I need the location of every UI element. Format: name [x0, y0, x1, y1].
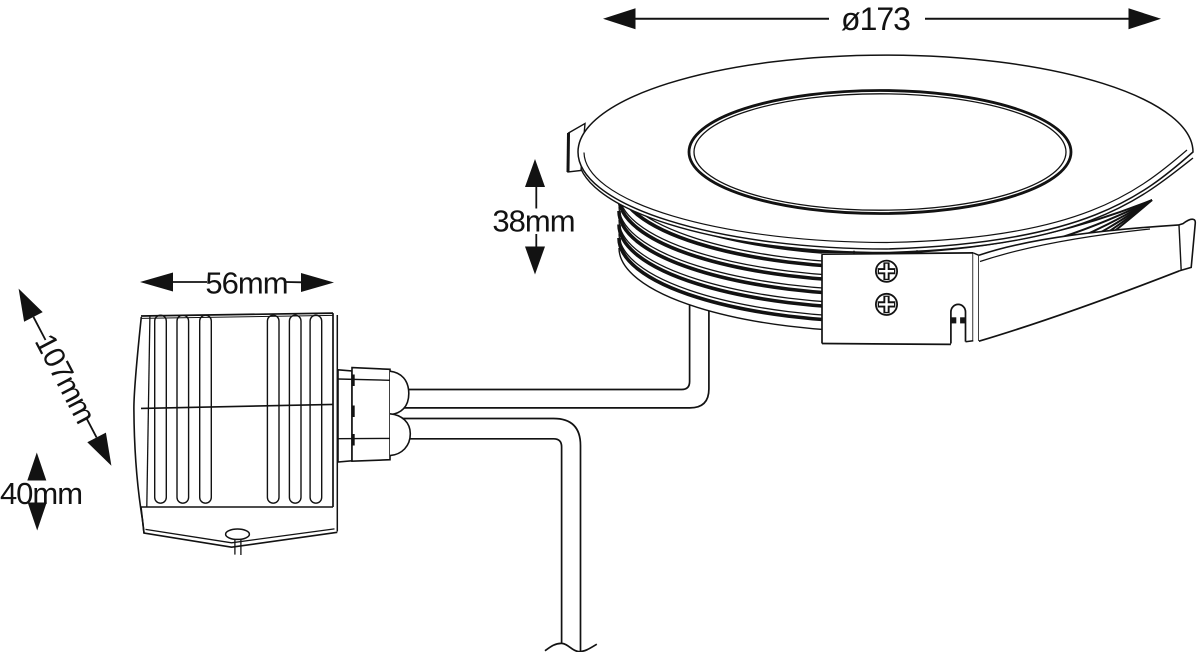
svg-text:38mm: 38mm — [492, 204, 574, 239]
svg-text:56mm: 56mm — [205, 266, 287, 301]
svg-text:ø173: ø173 — [841, 1, 910, 37]
svg-text:40mm: 40mm — [0, 476, 82, 511]
